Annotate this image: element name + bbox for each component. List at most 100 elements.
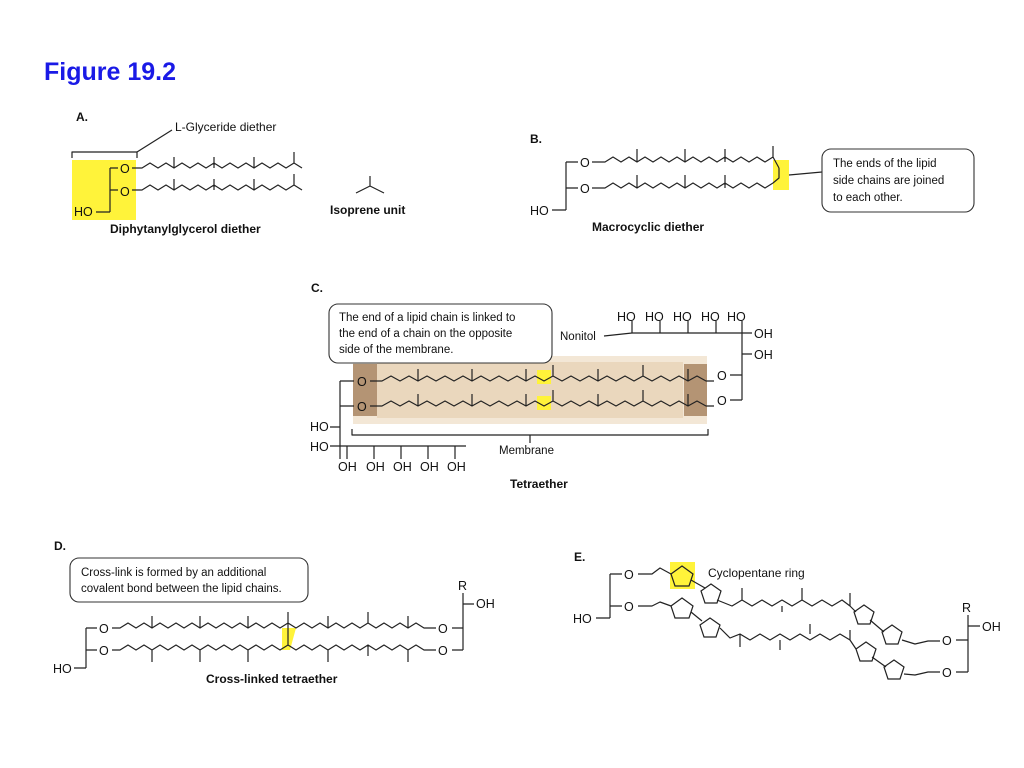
panel-e-label: E.: [574, 550, 585, 564]
glycerol-highlight: [72, 160, 136, 220]
panel-b: B. O O HO Macrocyclic diether The ends o…: [530, 132, 975, 234]
left-backbone-d: [74, 627, 97, 669]
callout-c-line-2: the end of a chain on the opposite: [339, 328, 512, 340]
oh-label-e: OH: [982, 620, 1001, 634]
nonitol-oh-1: HO: [617, 310, 636, 324]
ether-oxygen-d-left1: O: [99, 622, 109, 636]
callout-c-line-3: side of the membrane.: [339, 344, 453, 356]
bracket-pointer: [136, 129, 173, 153]
cyclopentane-chain-2: [638, 601, 940, 676]
hydroxyl-label-e: HO: [573, 612, 592, 626]
callout-b-box: [821, 148, 975, 213]
ether-oxygen-d-right2: O: [438, 644, 448, 658]
callout-c-box: [328, 303, 553, 364]
ether-oxygen-e-right1: O: [942, 634, 952, 648]
ether-oxygen-b2: O: [580, 182, 590, 196]
right-backbone-e: [956, 615, 980, 673]
phytanyl-chain-1: [132, 152, 303, 169]
panel-a: A. L-Glyceride diether O O HO Diphytanyl…: [71, 110, 405, 236]
cyclopentane-chain-1: [638, 567, 940, 645]
ether-oxygen-e-right2: O: [942, 666, 952, 680]
cyclopentane-ring-label: Cyclopentane ring: [708, 566, 805, 580]
ether-oxygen-2: O: [120, 185, 130, 199]
lower-ho-2: HO: [310, 440, 329, 454]
crosslinked-chain-2: [112, 623, 436, 662]
panel-c: C. The end of a lipid chain is linked to…: [310, 281, 773, 491]
hydroxyl-label: HO: [74, 205, 93, 219]
cyclopentane-ring-6: [881, 624, 903, 645]
r-group-e: R: [962, 601, 971, 615]
ether-oxygen-c-right1: O: [717, 369, 727, 383]
membrane-edge-left: [353, 364, 377, 416]
crosslinked-chain-1: [112, 612, 436, 629]
cyclopentane-ring-8: [883, 659, 905, 680]
tetraether-chain-1: [370, 365, 714, 382]
ether-oxygen-1: O: [120, 162, 130, 176]
ether-oxygen-c-left1: O: [357, 375, 367, 389]
nonitol-oh-2: HO: [645, 310, 664, 324]
nonitol-oh-4: HO: [701, 310, 720, 324]
link-highlight-1: [537, 370, 551, 384]
panel-b-label: B.: [530, 132, 542, 146]
nonitol-oh-3: HO: [673, 310, 692, 324]
nonitol-pointer: [603, 332, 633, 337]
lower-oh-3: OH: [393, 460, 412, 474]
glycerol-backbone: [96, 167, 118, 213]
callout-b-line-3: to each other.: [833, 192, 903, 204]
chain-join-highlight: [773, 160, 789, 190]
panel-d: D. Cross-link is formed by an additional…: [53, 539, 495, 686]
hydroxyl-label-b: HO: [530, 204, 549, 218]
figure-title: Figure 19.2: [44, 58, 176, 86]
ether-oxygen-b1: O: [580, 156, 590, 170]
ether-oxygen-d-right1: O: [438, 622, 448, 636]
membrane-bracket: [351, 429, 709, 443]
ether-oxygen-e-left2: O: [624, 600, 634, 614]
crosslink-highlight: [282, 628, 296, 650]
panel-b-caption: Macrocyclic diether: [592, 220, 704, 234]
lipid-chain-b2: [592, 168, 780, 189]
cyclopentane-ring-1: [670, 565, 694, 587]
phytanyl-chain-2: [132, 174, 303, 191]
ether-oxygen-c-right2: O: [717, 394, 727, 408]
left-backbone-e: [596, 573, 622, 619]
lower-oh-4: OH: [420, 460, 439, 474]
callout-b-line-1: The ends of the lipid: [833, 158, 937, 170]
lower-oh-1: OH: [338, 460, 357, 474]
membrane-core: [377, 362, 683, 418]
glycerol-backbone-b: [552, 161, 578, 211]
callout-b-line-2: side chains are joined: [833, 175, 944, 187]
lower-nonitol-backbone: [330, 380, 466, 459]
r-group-d: R: [458, 579, 467, 593]
callout-b-pointer: [788, 171, 823, 176]
isoprene-structure: [355, 176, 385, 194]
panel-a-label: A.: [76, 110, 88, 124]
glyceride-bracket: [71, 151, 138, 158]
callout-d-box: [69, 557, 309, 603]
nonitol-label: Nonitol: [560, 331, 596, 343]
lipid-chain-b1: [592, 146, 780, 169]
panel-d-label: D.: [54, 539, 66, 553]
panel-e: E. Cyclopentane ring O O HO O O R OH: [573, 550, 1001, 680]
oh-label-d: OH: [476, 597, 495, 611]
lower-oh-5: OH: [447, 460, 466, 474]
nonitol-oh-right-2: OH: [754, 348, 773, 362]
cyclopentane-ring-4: [699, 617, 721, 638]
panel-d-caption: Cross-linked tetraether: [206, 672, 338, 686]
ether-oxygen-c-left2: O: [357, 400, 367, 414]
membrane-label: Membrane: [499, 445, 554, 457]
panel-a-caption: Diphytanylglycerol diether: [110, 222, 261, 236]
right-backbone-d: [452, 593, 474, 651]
lower-oh-2: OH: [366, 460, 385, 474]
callout-c-line-1: The end of a lipid chain is linked to: [339, 312, 515, 324]
link-highlight-2: [537, 396, 551, 410]
cyclopentane-ring-7: [855, 641, 877, 662]
ether-oxygen-d-left2: O: [99, 644, 109, 658]
cyclopentane-ring-3: [670, 597, 694, 619]
tetraether-chain-2: [370, 390, 714, 407]
callout-d-line-1: Cross-link is formed by an additional: [81, 567, 266, 579]
lower-ho-1: HO: [310, 420, 329, 434]
callout-d-line-2: covalent bond between the lipid chains.: [81, 583, 282, 595]
hydroxyl-label-d: HO: [53, 662, 72, 676]
cyclopentane-ring-2: [700, 583, 722, 604]
